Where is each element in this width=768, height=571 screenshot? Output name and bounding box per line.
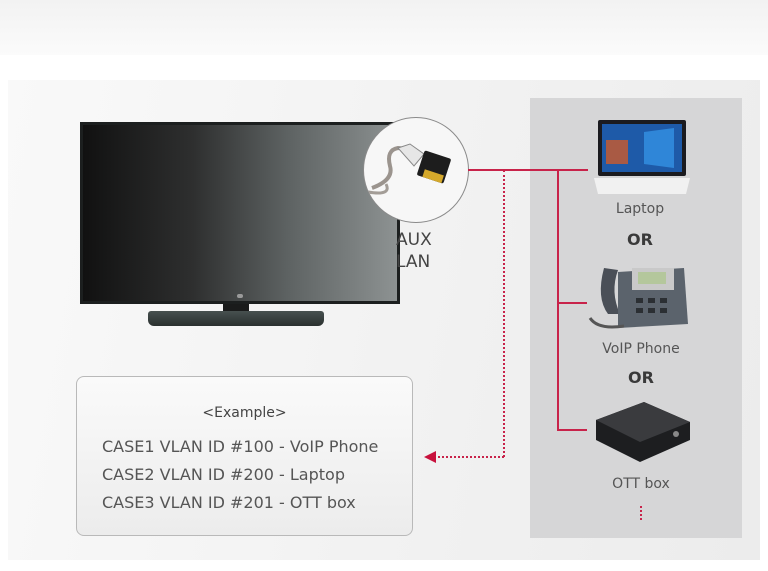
case-line-3: CASE3 VLAN ID #201 - OTT box — [102, 493, 356, 512]
tv-stand-neck — [223, 304, 249, 314]
case-line-1: CASE1 VLAN ID #100 - VoIP Phone — [102, 437, 379, 456]
dotted-connector-horizontal — [434, 456, 504, 458]
example-box: <Example> CASE1 VLAN ID #100 - VoIP Phon… — [76, 376, 413, 536]
example-title: <Example> — [202, 405, 287, 421]
laptop-icon — [594, 120, 690, 200]
tv-screen — [80, 122, 400, 304]
connector-ott — [557, 429, 587, 431]
aux-lan-label: AUX LAN — [396, 229, 432, 273]
aux-label-line2: LAN — [396, 252, 431, 272]
device-label-laptop: Laptop — [615, 201, 665, 217]
more-devices-indicator — [640, 506, 642, 520]
device-label-voip-phone: VoIP Phone — [602, 341, 680, 357]
device-label-ott-box: OTT box — [612, 476, 670, 492]
connector-main — [468, 169, 588, 171]
case-line-2: CASE2 VLAN ID #200 - Laptop — [102, 465, 345, 484]
lan-cable-icon — [363, 117, 469, 223]
or-label-1: OR — [627, 230, 653, 249]
tv-logo-icon — [237, 294, 243, 298]
dotted-connector-vertical — [503, 170, 505, 457]
connector-voip — [557, 302, 587, 304]
tv-stand — [148, 311, 324, 326]
or-label-2: OR — [628, 368, 654, 387]
voip-phone-icon — [588, 258, 690, 338]
connector-trunk — [557, 169, 559, 431]
aux-label-line1: AUX — [396, 230, 432, 250]
ott-box-icon — [592, 400, 694, 468]
arrow-left-icon — [424, 451, 436, 463]
top-band — [0, 0, 768, 55]
